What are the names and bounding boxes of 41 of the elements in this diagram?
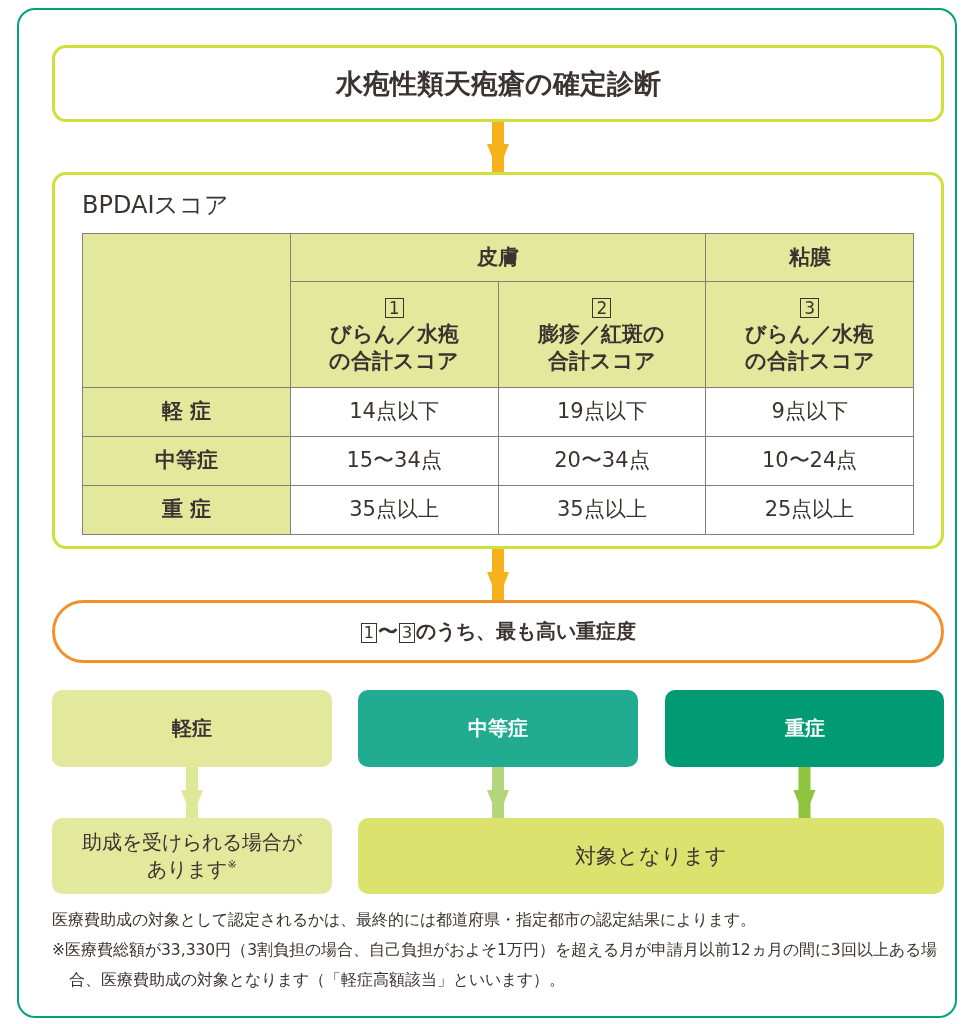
row-heading: 中等症 — [82, 436, 291, 486]
score-value: 35点以上 — [498, 485, 706, 535]
score-value: 15〜34点 — [290, 436, 498, 486]
number-badge: 2 — [592, 297, 612, 319]
row-heading: 軽 症 — [82, 387, 291, 437]
footnote-text: ※医療費総額が33,330円（3割負担の場合、自己負担がおよそ1万円）を超える月が申請月以前12ヵ月の間に3回以上ある場合、医療費助成の対象となります（「軽症高額該当」といいます）。 — [52, 940, 938, 991]
score-value: 14点以下 — [290, 387, 498, 437]
node-label: 助成を受けられる場合があります$^{※}$ — [82, 829, 302, 883]
outcome-box — [358, 818, 944, 894]
severity-box — [665, 690, 944, 767]
score-value: 10〜24点 — [705, 436, 914, 486]
outcome-box — [52, 818, 332, 894]
header-cell: 皮膚 — [290, 233, 706, 282]
panel-title: BPDAIスコア — [82, 190, 230, 221]
title-box — [52, 45, 944, 122]
number-badge: 3 — [800, 297, 820, 319]
score-value: 9点以下 — [705, 387, 914, 437]
number-badge: 1 — [384, 297, 404, 319]
node-label: 対象となります — [575, 843, 727, 870]
severity-box — [52, 690, 332, 767]
severity-box — [358, 690, 638, 767]
arrow — [487, 122, 509, 172]
score-value: 35点以上 — [290, 485, 498, 535]
arrow — [793, 767, 816, 818]
row-heading: 重 症 — [82, 485, 291, 535]
score-value: 19点以下 — [498, 387, 706, 437]
score-value: 20〜34点 — [498, 436, 706, 486]
column-heading: びらん／水疱の合計スコア — [328, 320, 461, 376]
node-label: 軽症 — [172, 715, 212, 742]
header-cell: 粘膜 — [705, 233, 914, 282]
note-text: 医療費助成の対象として認定されるかは、最終的には都道府県・指定都市の認定結果によります。 — [52, 910, 757, 931]
node-label: 水疱性類天疱瘡の確定診断 — [335, 66, 661, 101]
arrow — [487, 549, 509, 600]
column-heading: びらん／水疱の合計スコア — [743, 320, 876, 376]
arrow — [487, 767, 509, 818]
column-heading: 膨疹／紅斑の合計スコア — [536, 320, 667, 376]
node-label: 重症 — [784, 715, 825, 742]
arrow — [181, 767, 203, 818]
score-panel — [52, 172, 944, 549]
score-value: 25点以上 — [705, 485, 914, 535]
node-label: 中等症 — [468, 715, 528, 742]
